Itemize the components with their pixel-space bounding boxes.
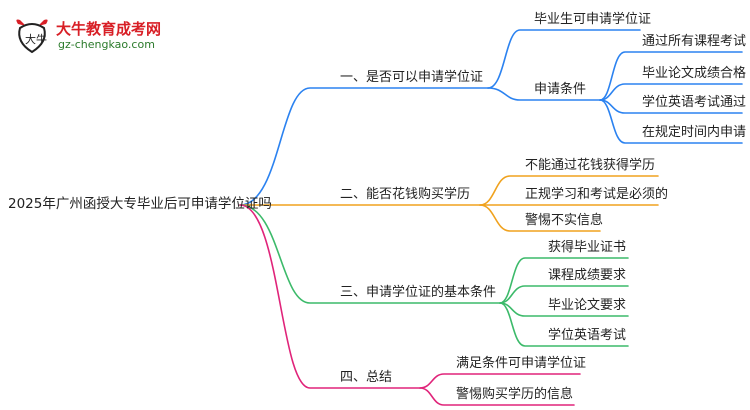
condition-item-2: 毕业论文成绩合格 bbox=[642, 66, 747, 81]
branch-2-child-2-label: 正规学习和考试是必须的 bbox=[525, 187, 669, 202]
branch-3-label: 三、申请学位证的基本条件 bbox=[340, 285, 497, 300]
branch-2-child-3-label: 警惕不实信息 bbox=[525, 213, 604, 228]
branch-3-child-4-label: 学位英语考试 bbox=[548, 328, 627, 343]
condition-item-1: 通过所有课程考试 bbox=[642, 34, 747, 49]
edge-conditions-2 bbox=[599, 83, 743, 101]
edge-branch-3-child-1 bbox=[499, 257, 629, 304]
branch-4-label: 四、总结 bbox=[340, 370, 393, 385]
edge-branch-2-child-3 bbox=[479, 204, 601, 232]
site-logo: 大牛 大牛教育成考网 gz-chengkao.com bbox=[12, 14, 182, 58]
edge-branch-1-child-2 bbox=[487, 87, 601, 101]
edge-root-branch-1 bbox=[239, 87, 489, 206]
branch-3-child-3-label: 毕业论文要求 bbox=[548, 298, 627, 313]
branch-1-child-2-label: 申请条件 bbox=[534, 82, 587, 97]
edge-branch-3-child-4 bbox=[499, 302, 629, 347]
branch-4-child-2-label: 警惕购买学历的信息 bbox=[456, 387, 574, 402]
logo-site-name: 大牛教育成考网 bbox=[56, 20, 162, 38]
edge-root-branch-4 bbox=[239, 204, 421, 389]
branch-3-child-1-label: 获得毕业证书 bbox=[548, 240, 627, 255]
branch-3-child-2-label: 课程成绩要求 bbox=[548, 268, 627, 283]
branch-4-child-1-label: 满足条件可申请学位证 bbox=[456, 356, 587, 371]
condition-item-3: 学位英语考试通过 bbox=[642, 95, 747, 110]
branch-2-child-1-label: 不能通过花钱获得学历 bbox=[525, 158, 656, 173]
edge-branch-4-child-1 bbox=[419, 373, 581, 389]
branch-1-label: 一、是否可以申请学位证 bbox=[340, 70, 484, 85]
edge-branch-4-child-2 bbox=[419, 387, 575, 406]
edge-conditions-4 bbox=[599, 99, 743, 144]
logo-mark-text: 大牛 bbox=[25, 32, 47, 46]
logo-site-url: gz-chengkao.com bbox=[58, 38, 155, 51]
branch-2-label: 二、能否花钱购买学历 bbox=[340, 187, 471, 202]
edge-branch-3-child-2 bbox=[499, 285, 629, 304]
edge-branch-2-child-1 bbox=[479, 175, 659, 206]
bull-logo-icon: 大牛 bbox=[16, 19, 48, 54]
mindmap-root-label: 2025年广州函授大专毕业后可申请学位证吗 bbox=[8, 196, 272, 212]
edge-root-branch-3 bbox=[239, 204, 501, 304]
edge-conditions-1 bbox=[599, 51, 743, 101]
edge-branch-1-child-1 bbox=[487, 29, 641, 89]
condition-item-4: 在规定时间内申请 bbox=[642, 125, 747, 140]
branch-1-child-1-label: 毕业生可申请学位证 bbox=[534, 12, 652, 27]
